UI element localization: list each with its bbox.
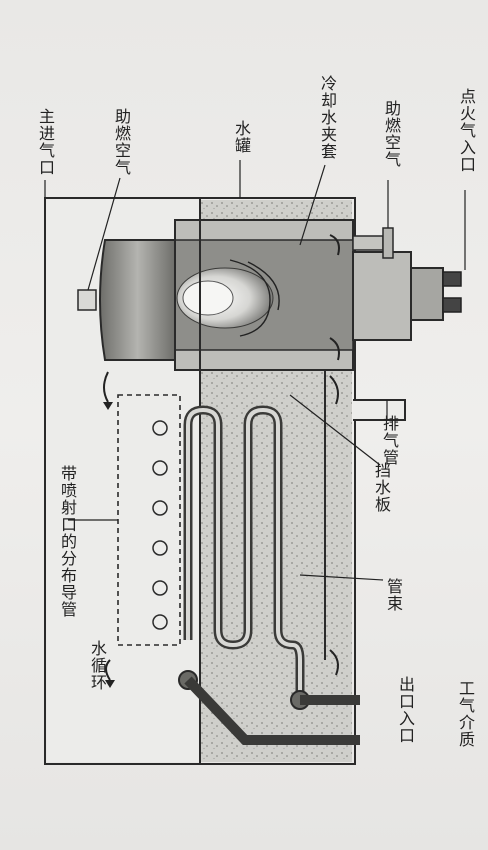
label-process-medium: 工气介质 (456, 680, 475, 748)
ignition-plug (442, 297, 462, 313)
circulation-arrow-head (105, 680, 115, 688)
medium-pipe (184, 676, 360, 745)
ignition-plug (442, 271, 462, 287)
circulation-arrow (103, 371, 109, 403)
leader-line (299, 574, 384, 581)
label-ignition-gas-inlet: 点火气入口 (457, 88, 476, 173)
label-combustion-air-left: 助燃空气 (112, 108, 131, 176)
label-main-gas-inlet: 主进气口 (36, 108, 55, 176)
burner-head (99, 239, 176, 361)
flame-core (182, 280, 234, 316)
circulation-arrow (105, 659, 111, 681)
label-cooling-water-jacket: 冷却水夹套 (318, 75, 337, 160)
circulation-arrow (329, 234, 340, 256)
label-combustion-air-right: 助燃空气 (382, 100, 401, 168)
label-distribution-pipe: 带喷射口的分布导管 (58, 465, 77, 618)
label-water-tank: 水罐 (232, 120, 251, 154)
nozzle (152, 420, 168, 436)
nozzle (152, 500, 168, 516)
nozzle (152, 460, 168, 476)
leader-line (299, 164, 326, 246)
circulation-arrow (329, 337, 340, 361)
nozzle (152, 580, 168, 596)
swirl-arrow (229, 259, 271, 337)
combustion-air-flange (382, 227, 394, 259)
combustion-air-pipe (352, 235, 384, 251)
nozzle (152, 540, 168, 556)
leader-line (289, 394, 381, 466)
swirl-arrow (247, 261, 280, 311)
label-exhaust-pipe: 排气管 (380, 415, 399, 466)
ignition-housing (352, 251, 412, 341)
ignition-connector (410, 267, 444, 321)
leader-line (87, 177, 121, 291)
label-tube-bundle: 管束 (384, 578, 403, 612)
nozzle (152, 614, 168, 630)
burner-nozzle (77, 289, 97, 311)
tube-bundle-inner (186, 408, 302, 700)
label-water-circulation: 水循环 (88, 640, 107, 691)
circulation-arrow (329, 375, 339, 405)
circulation-arrow-head (103, 402, 113, 410)
label-outlet-inlet: 出口入口 (396, 676, 415, 744)
circulation-arrow (329, 649, 339, 676)
exhaust-pipe (353, 399, 406, 421)
label-baffle-plate: 挡水板 (372, 462, 391, 513)
